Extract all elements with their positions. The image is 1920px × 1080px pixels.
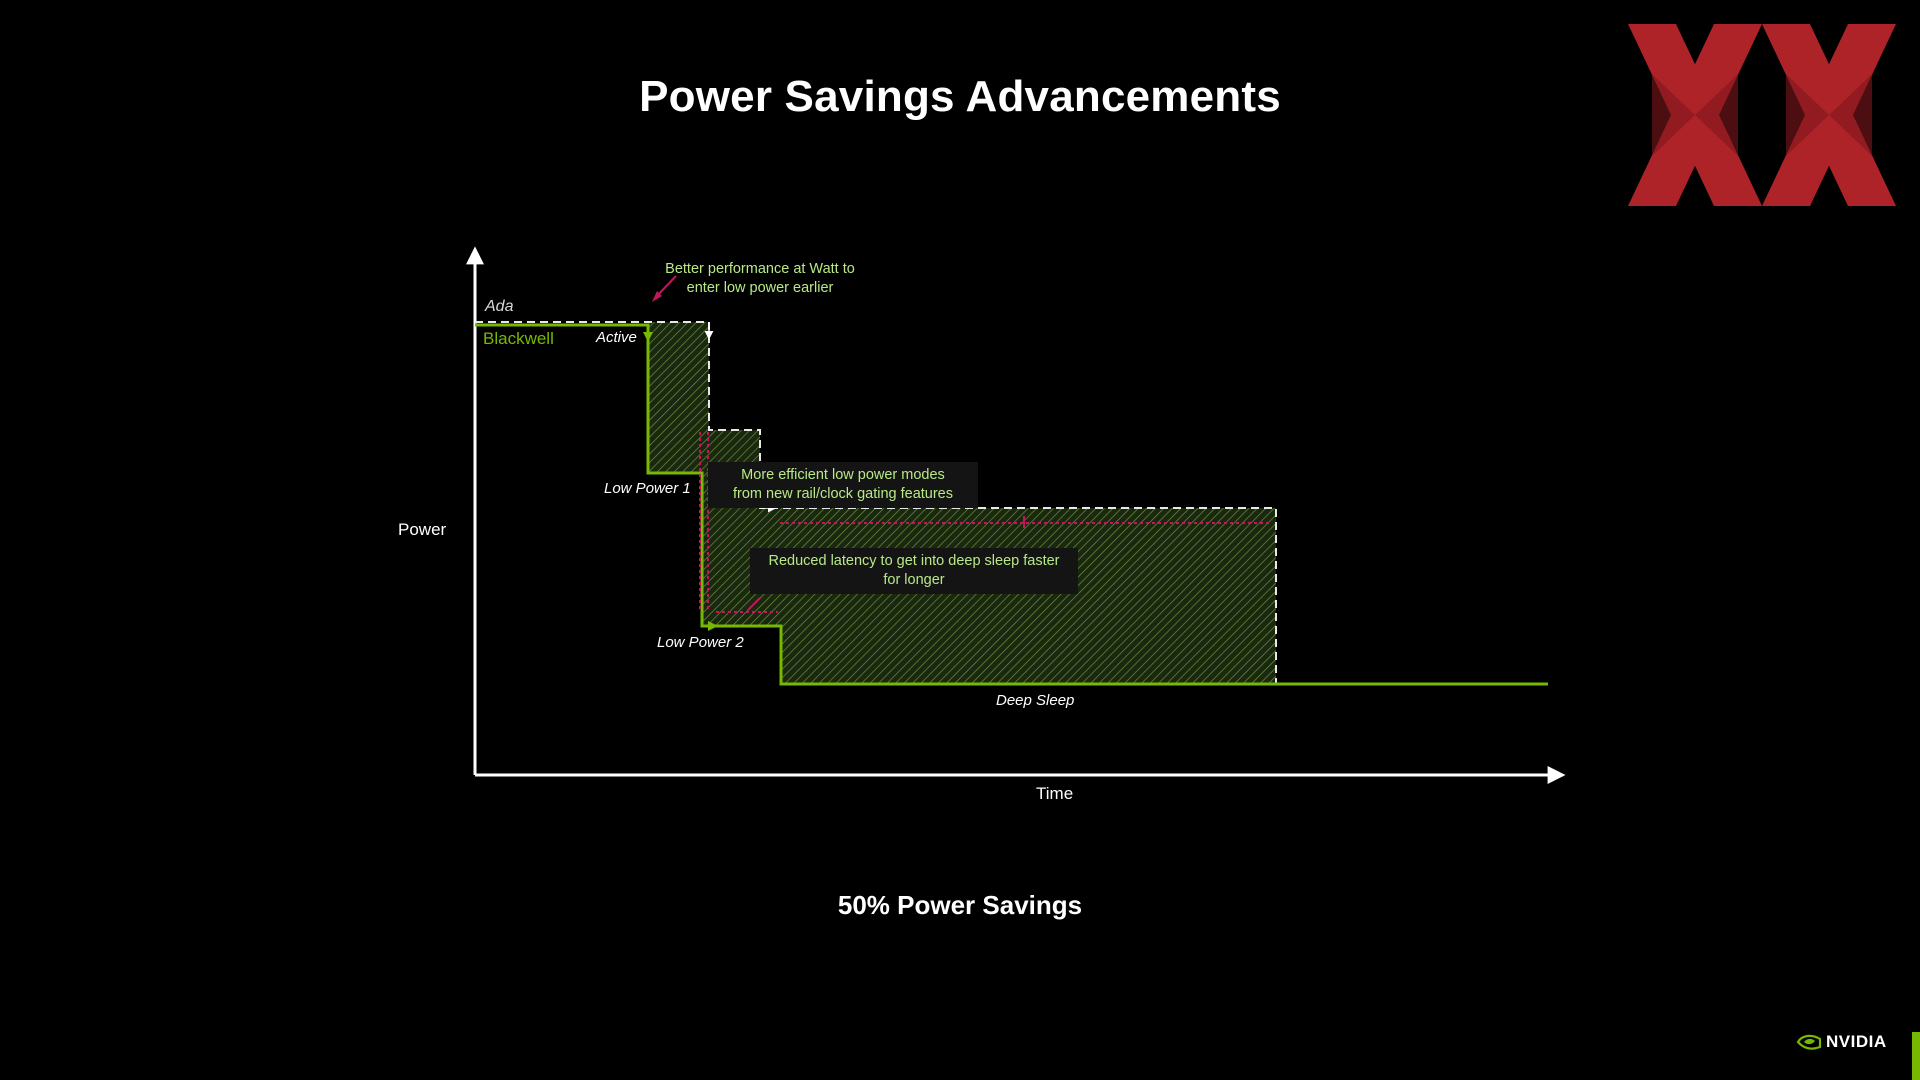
blackwell-line bbox=[475, 323, 1548, 686]
corner-accent-bar bbox=[1912, 1032, 1920, 1080]
annotation-efficient-modes: More efficient low power modes from new … bbox=[708, 462, 978, 508]
annotation-efficient-line1: More efficient low power modes bbox=[741, 467, 945, 483]
ada-label: Ada bbox=[485, 298, 514, 315]
deep-sleep-label: Deep Sleep bbox=[996, 692, 1075, 709]
page-title: Power Savings Advancements bbox=[639, 72, 1281, 121]
y-axis-label: Power bbox=[398, 520, 447, 539]
active-label: Active bbox=[596, 329, 637, 346]
xx-logo bbox=[1628, 24, 1896, 206]
magenta-indicator-6 bbox=[747, 597, 761, 611]
annotation-performance-line2: enter low power earlier bbox=[686, 280, 834, 296]
nvidia-logo: NVIDIA bbox=[1796, 1032, 1887, 1052]
annotation-latency: Reduced latency to get into deep sleep f… bbox=[750, 548, 1078, 594]
annotation-latency-line1: Reduced latency to get into deep sleep f… bbox=[768, 553, 1060, 569]
savings-caption: 50% Power Savings bbox=[837, 890, 1083, 920]
annotation-latency-line2: for longer bbox=[883, 572, 945, 588]
low-power-1-label: Low Power 1 bbox=[604, 480, 691, 497]
annotation-performance: Better performance at Watt to enter low … bbox=[640, 260, 880, 298]
blackwell-label: Blackwell bbox=[483, 329, 554, 348]
magenta-arrowhead-1 bbox=[652, 291, 662, 302]
annotation-performance-line1: Better performance at Watt to bbox=[665, 261, 855, 277]
low-power-2-label: Low Power 2 bbox=[657, 634, 744, 651]
nvidia-wordmark: NVIDIA bbox=[1826, 1032, 1887, 1051]
nvidia-eye-icon bbox=[1796, 1034, 1822, 1050]
x-axis-label: Time bbox=[1036, 784, 1074, 803]
annotation-efficient-line2: from new rail/clock gating features bbox=[732, 486, 953, 502]
